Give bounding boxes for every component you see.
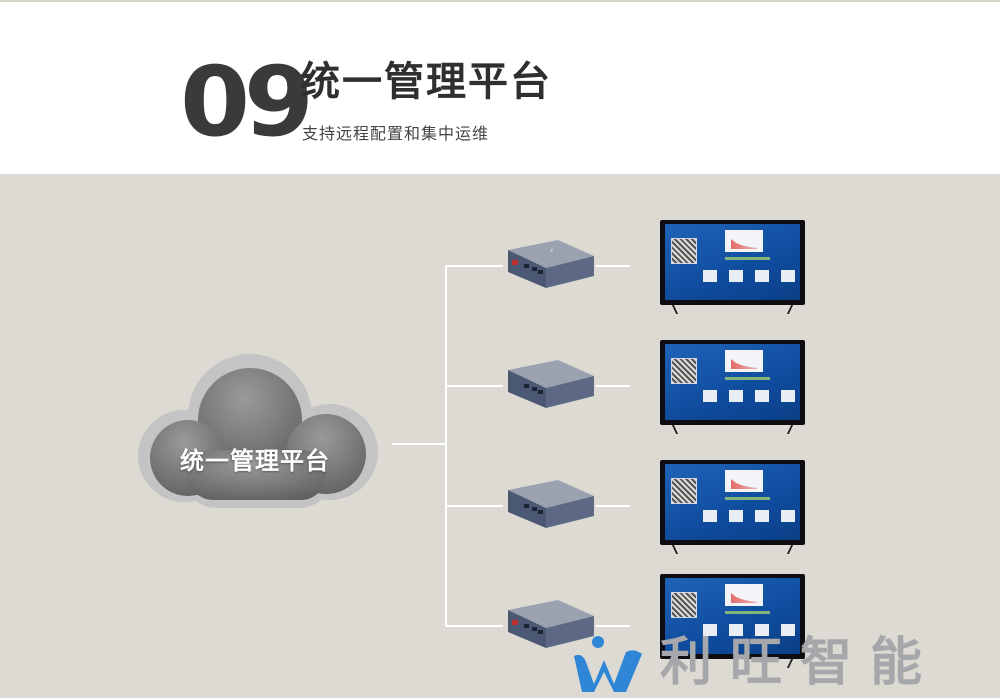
section-number: 09 (180, 46, 314, 158)
topology-diagram: 统一管理平台 ⚡ (0, 174, 1000, 698)
mini-pc-icon: ⚡ (498, 236, 598, 296)
cloud-icon: 统一管理平台 (130, 344, 390, 524)
mini-pc-icon (498, 476, 598, 536)
mini-pc-icon (498, 356, 598, 416)
monitor-icon (660, 460, 805, 555)
svg-text:⚡: ⚡ (550, 248, 554, 254)
monitor-icon (660, 220, 805, 315)
cloud-label: 统一管理平台 (180, 447, 330, 475)
connector-lines (392, 265, 630, 627)
brand-name: 利旺智能 (660, 633, 941, 693)
brand-logo: 利旺智能 (568, 630, 1000, 700)
top-divider (0, 0, 1000, 2)
section-title: 统一管理平台 (300, 59, 552, 105)
monitor-icon (660, 340, 805, 435)
mini-pc-icon (498, 596, 598, 656)
section-header: 09 统一管理平台 支持远程配置和集中运维 (0, 2, 1000, 174)
section-subtitle: 支持远程配置和集中运维 (302, 124, 490, 143)
lw-logo-icon (574, 636, 642, 692)
monitor-icon (660, 574, 805, 669)
